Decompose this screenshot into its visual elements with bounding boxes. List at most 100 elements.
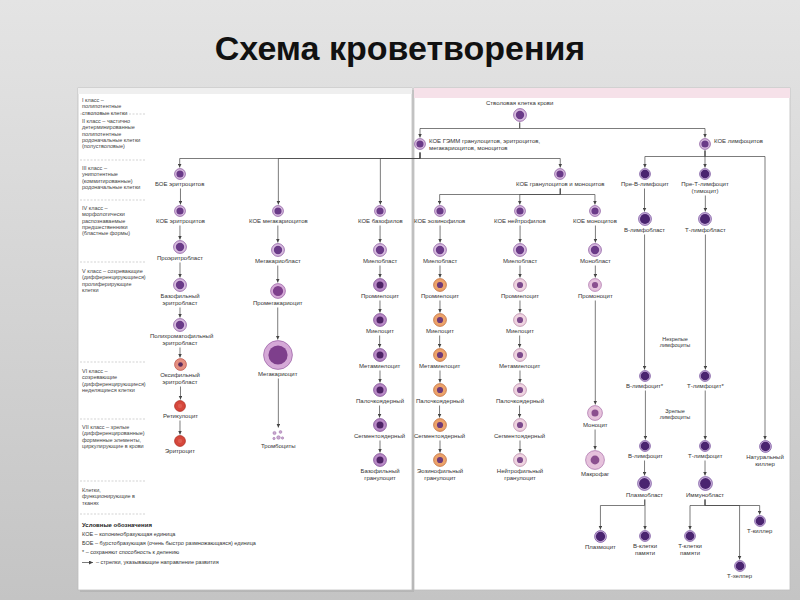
cell-node: Миелоцит (506, 313, 534, 335)
cell-image (373, 348, 387, 362)
flow-arrow (520, 266, 521, 278)
cell-label: Пре-В-лимфоцит (621, 181, 669, 188)
cell-node: Метамиелоцит (419, 348, 460, 370)
cell-node: Мегакариоцит (258, 340, 297, 378)
flow-arrow (644, 189, 645, 212)
flow-arrow (379, 336, 380, 348)
cell-image (373, 383, 387, 397)
cell-label: Тромбоциты (261, 443, 296, 450)
cell-node: Промоноцит (578, 278, 613, 300)
flow-arrow (277, 308, 278, 340)
cell-label: КОЕ эозинофилов (414, 218, 465, 225)
cell-image (513, 278, 527, 292)
cell-node: Палочкоядерный (416, 383, 464, 405)
cell-label: БОЕ эритроцитов (155, 181, 204, 188)
cell-image (513, 313, 527, 327)
cell-node: Полихроматофильный эритробласт (150, 318, 210, 347)
cell-label: Т-лимфобласт (685, 227, 726, 234)
cell-image (639, 440, 651, 452)
cell-image (174, 358, 187, 371)
left-page (78, 88, 412, 590)
cell-node: КОЕ моноцитов (573, 205, 617, 225)
flow-arrow (380, 441, 381, 453)
group-label: Незрелые лимфоциты (655, 336, 695, 349)
legend-item: * – сохраняют способность к делению (82, 549, 179, 556)
cell-label: КОЕ лимфоцитов (714, 138, 763, 145)
flow-arrow (705, 500, 740, 560)
cell-label: В-лимфобласт (624, 227, 665, 234)
cell-label: Полихроматофильный эритробласт (150, 333, 210, 347)
cell-label: Оксифильный эритробласт (150, 372, 210, 386)
cell-label: Макрофаг (581, 471, 609, 478)
flow-arrow (420, 153, 560, 168)
cell-image (173, 278, 187, 292)
cell-node: КОЕ базофилов (358, 205, 403, 225)
legend-heading: Условные обозначения (82, 522, 282, 528)
cell-label: Сегментоядерный (354, 433, 405, 440)
cell-label: Сегментоядерный (414, 433, 465, 440)
class-separators (80, 114, 146, 514)
flow-arrow (705, 235, 706, 370)
cell-image (638, 212, 652, 226)
class-description: III класс – унипотентные (коммитированны… (82, 165, 144, 190)
cell-label: Проэритробласт (157, 255, 203, 262)
cell-node: В-лимфобласт (624, 212, 665, 234)
cell-image (699, 440, 711, 452)
flow-arrow (440, 441, 441, 453)
cell-image (513, 418, 527, 432)
cell-label: В-лимфоцит (628, 453, 663, 460)
cell-label: Т-лимфоцит (688, 453, 722, 460)
cell-image (513, 383, 527, 397)
legend-item: БОЕ – бурстобразующая (очень быстро разм… (82, 540, 256, 547)
cell-node: Палочкоядерный (356, 383, 404, 405)
class-description: VII класс – зрелые (дифференцированные) … (82, 424, 144, 449)
cell-node: Т-киллер (747, 515, 772, 535)
cell-label: Промиелоцит (361, 293, 399, 300)
cell-node: Т-лимфоцит* (687, 370, 724, 390)
cell-image (588, 243, 602, 257)
cell-node: Промиелоцит (501, 278, 539, 300)
cell-label: Метамиелоцит (419, 363, 460, 370)
cell-label: Метамиелоцит (499, 363, 540, 370)
flow-arrow (705, 391, 706, 440)
flow-arrow (180, 263, 181, 278)
flow-arrow (440, 226, 441, 243)
cell-node: В-лимфоцит (628, 440, 663, 460)
cell-label: Эритроцит (165, 448, 195, 455)
flow-arrow (645, 391, 646, 440)
cell-node: Иммунобласт (686, 476, 724, 499)
page-title: Схема кроветворения (0, 28, 800, 68)
cell-image (699, 370, 711, 382)
cell-label: Т-клетки памяти (670, 543, 710, 557)
cell-label: КОЕ ГЭММ гранулоцитов, эритроцитов, мега… (429, 138, 579, 152)
flow-arrow (380, 266, 381, 278)
cell-image (174, 168, 186, 180)
legend-text: БОЕ – бурстобразующая (очень быстро разм… (82, 540, 256, 546)
cell-node: КОЕ эритроцитов (156, 205, 205, 225)
cell-label: Промиелоцит (501, 293, 539, 300)
cell-node: Нейтрофильный гранулоцит (490, 453, 550, 482)
cell-label: КОЕ моноцитов (573, 218, 617, 225)
cell-node: КОЕ нейтрофилов (494, 205, 546, 225)
cell-node: Промиелоцит (361, 278, 399, 300)
flow-arrow (645, 151, 705, 168)
cell-image (373, 453, 387, 467)
legend-text: – стрелки, указывающие направление разви… (96, 559, 219, 565)
flow-arrow (644, 235, 645, 370)
cell-node: Пре-В-лимфоцит (621, 168, 669, 188)
cell-node: Моноцит (583, 405, 608, 429)
cell-label: КОЕ базофилов (358, 218, 403, 225)
legend-text: КОЕ – колониеобразующая единица (82, 531, 175, 537)
cell-label: Иммунобласт (686, 492, 724, 499)
legend-text: * – сохраняют способность к делению (82, 549, 179, 555)
cell-image (637, 476, 652, 491)
cell-label: Сегментоядерный (494, 433, 545, 440)
cell-node: БОЕ эритроцитов (155, 168, 204, 188)
flow-arrow (420, 123, 520, 138)
page-header-band (78, 88, 412, 94)
cell-node: Т-лимфоцит (688, 440, 722, 460)
flow-arrow (379, 301, 380, 313)
cell-label: Базофильный гранулоцит (352, 468, 408, 482)
